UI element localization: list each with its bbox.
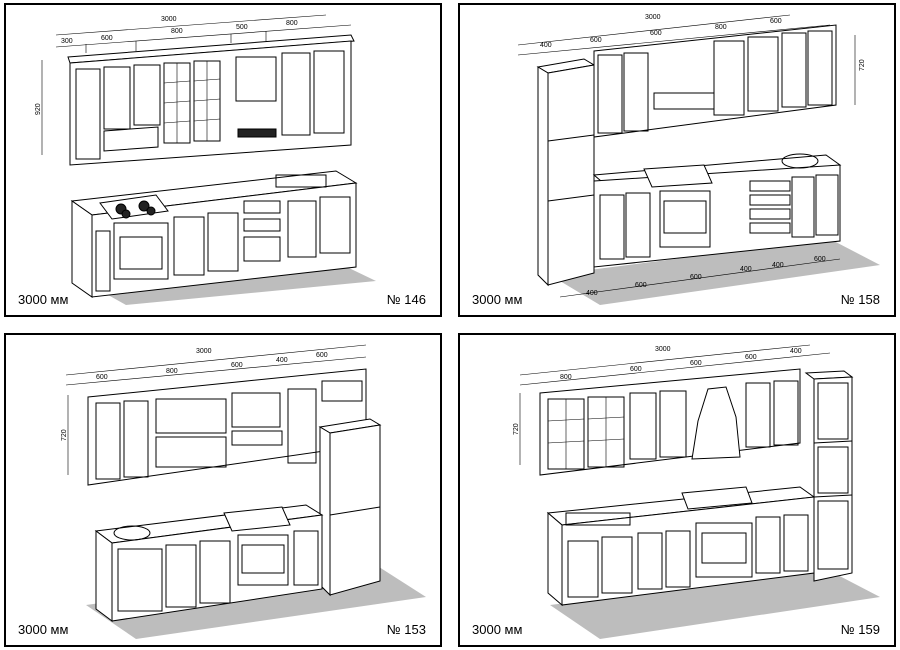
svg-text:720: 720: [513, 423, 520, 435]
svg-text:600: 600: [316, 352, 328, 359]
svg-text:800: 800: [166, 368, 178, 375]
kitchen-drawing-158: 3000 400 600 600 800 600 720: [517, 14, 880, 305]
svg-text:400: 400: [586, 290, 598, 297]
dimension-bottom: 400 600 600 400 400 600: [559, 256, 841, 298]
kitchen-panel-158: 3000 400 600 600 800 600 720: [458, 3, 896, 317]
base-cabinets: [592, 153, 842, 268]
size-label: 3000 мм: [18, 622, 69, 637]
floor-shadow: [550, 239, 880, 305]
dim-3: 800: [171, 28, 183, 35]
svg-text:800: 800: [560, 374, 572, 381]
svg-text:600: 600: [650, 30, 662, 37]
svg-text:720: 720: [859, 59, 866, 71]
model-number: № 146: [386, 292, 426, 307]
svg-text:600: 600: [630, 366, 642, 373]
kitchen-drawing-159: 3000 800 600 600 600 400 720: [513, 344, 880, 639]
upper-cabinets: [593, 24, 837, 138]
dim-1: 300: [61, 38, 73, 45]
svg-text:600: 600: [814, 256, 826, 263]
svg-text:600: 600: [690, 274, 702, 281]
tall-cabinet: [804, 370, 854, 582]
svg-text:400: 400: [540, 42, 552, 49]
dimension-side: 920: [35, 60, 43, 155]
svg-text:600: 600: [745, 354, 757, 361]
model-number: № 153: [386, 622, 426, 637]
svg-text:600: 600: [690, 360, 702, 367]
model-number: № 158: [840, 292, 880, 307]
size-label: 3000 мм: [18, 292, 69, 307]
base-cabinets: [70, 170, 358, 298]
svg-text:3000: 3000: [196, 348, 212, 355]
tall-cabinet: [536, 58, 596, 287]
dimension-top: 3000 800 600 600 600 400: [519, 344, 831, 386]
svg-text:400: 400: [790, 348, 802, 355]
dimension-top: 3000 600 800 600 400 600: [65, 344, 367, 386]
dim-2: 600: [101, 35, 113, 42]
refrigerator: [318, 418, 382, 597]
dim-total: 3000: [161, 16, 177, 23]
svg-text:3000: 3000: [645, 14, 661, 21]
base-cabinets: [94, 504, 324, 622]
kitchen-panel-146: 3000 300 600 800 500 800 920: [4, 3, 442, 317]
svg-text:400: 400: [772, 262, 784, 269]
svg-text:720: 720: [61, 429, 68, 441]
floor-shadow: [550, 571, 880, 639]
svg-text:600: 600: [96, 374, 108, 381]
dimension-side: 720: [513, 393, 521, 465]
svg-text:400: 400: [276, 357, 288, 364]
svg-text:600: 600: [635, 282, 647, 289]
svg-text:400: 400: [740, 266, 752, 273]
svg-text:3000: 3000: [655, 346, 671, 353]
kitchen-drawing-146: 3000 300 600 800 500 800 920: [35, 14, 376, 305]
dim-5: 800: [286, 20, 298, 27]
model-number: № 159: [840, 622, 880, 637]
dimension-top: 3000 400 600 600 800 600: [517, 14, 831, 56]
dimension-side: 720: [61, 395, 69, 475]
svg-text:600: 600: [770, 18, 782, 25]
dimension-top: 3000 300 600 800 500 800: [55, 14, 352, 53]
dimension-side: 720: [854, 35, 866, 105]
kitchen-panel-153: 3000 600 800 600 400 600 720: [4, 333, 442, 647]
upper-cabinets: [539, 368, 801, 476]
base-cabinets: [546, 486, 816, 607]
size-label: 3000 мм: [472, 622, 523, 637]
svg-text:600: 600: [231, 362, 243, 369]
kitchen-panel-159: 3000 800 600 600 600 400 720: [458, 333, 896, 647]
svg-text:920: 920: [35, 103, 42, 115]
upper-cabinets: [67, 34, 355, 166]
svg-text:600: 600: [590, 37, 602, 44]
kitchen-drawing-153: 3000 600 800 600 400 600 720: [61, 344, 426, 639]
svg-text:800: 800: [715, 24, 727, 31]
size-label: 3000 мм: [472, 292, 523, 307]
dim-4: 500: [236, 24, 248, 31]
